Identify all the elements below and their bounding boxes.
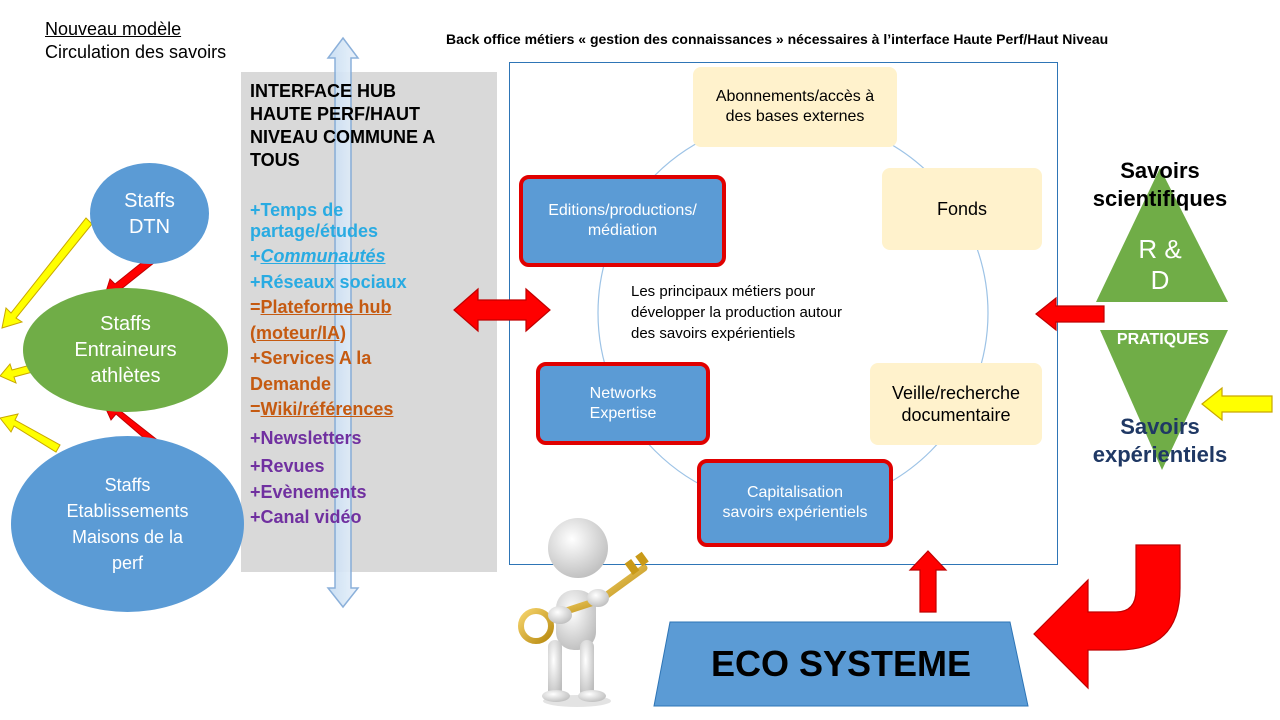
etab-line3: Maisons de la [71,527,184,547]
center-line1: Les principaux métiers pour [631,283,816,300]
center-line2: développer la production autour [631,304,842,321]
hub-newsletters: +Newsletters [250,427,362,448]
triangle-pratiques [1100,330,1228,470]
hub-title-line4: TOUS [250,150,300,170]
hub-communautes-prefix: + [250,246,261,266]
hub-wiki-link[interactable]: Wiki/références [260,399,394,419]
capitalisation-line1: Capitalisation [746,484,844,501]
editions-line2: médiation [587,222,658,239]
yellow-arrow-3 [0,413,61,453]
yellow-arrow-1 [1,217,93,329]
abonnements-line1: Abonnements/accès à [715,88,875,105]
hub-services-2: Demande [250,373,332,394]
veille-line2: documentaire [901,405,1011,425]
hub-plateforme-prefix: = [250,297,261,317]
sav-sci-line2: scientifiques [1092,186,1228,211]
eco-systeme-trapezoid [653,621,1029,707]
figure-with-key-icon [518,518,649,707]
hub-reseaux: +Réseaux sociaux [250,271,407,292]
hub-revues: +Revues [250,456,325,476]
entraineurs-line3: athlètes [90,365,161,387]
hub-canal: +Canal vidéo [250,507,362,527]
networks-line1: Networks [589,384,657,402]
rd-label: R & D [1120,234,1200,296]
hub-temps-2: partage/études [250,220,379,241]
dtn-line2: DTN [128,215,171,238]
abonnements-line2: des bases externes [725,108,865,125]
back-office-title: Back office métiers « gestion des connai… [446,31,1109,47]
curved-red-arrow [1033,544,1181,690]
hub-communautes-link[interactable]: Communautés [260,246,386,266]
box-abonnements: Abonnements/accès à des bases externes [693,67,897,147]
rd-line1: R & [1138,234,1182,264]
model-title-line1: Nouveau modèle [45,19,182,39]
hub-title: INTERFACE HUB HAUTE PERF/HAUT NIVEAU COM… [250,80,490,172]
center-line3: des savoirs expérientiels [631,325,796,342]
hub-title-line2: HAUTE PERF/HAUT [250,104,420,124]
hub-panel [241,72,497,572]
red-up-arrow-eco [908,550,948,613]
savoirs-experientiels-label: Savoirs expérientiels [1070,413,1250,469]
hub-title-line1: INTERFACE HUB [250,81,397,101]
hub-temps-1: +Temps de [250,200,344,220]
fonds-label: Fonds [936,199,988,219]
box-editions: Editions/productions/médiation [519,175,726,267]
hub-title-line3: NIVEAU COMMUNE A [250,127,436,147]
box-capitalisation: Capitalisation savoirs expérientiels [697,459,893,547]
editions-line1: Editions/productions/ [548,202,697,219]
hub-communautes: +Communautés [250,244,490,270]
hub-plateforme-link-2[interactable]: (moteur/IA) [250,322,346,343]
hub-plateforme-2: (moteur/IA) [250,321,490,347]
savoirs-scientifiques-label: Savoirs scientifiques [1080,157,1240,213]
etab-line2: Etablissements [66,501,189,521]
networks-line2: Expertise [589,404,657,422]
sav-exp-line1: Savoirs [1120,414,1200,439]
entraineurs-line1: Staffs [100,313,151,335]
rd-line2: D [1150,265,1170,295]
red-double-arrow-hub [453,287,551,333]
etab-line4: perf [111,553,144,573]
vertical-double-arrow [326,36,360,609]
yellow-arrow-right [1201,386,1273,422]
model-title: Nouveau modèle Circulation des savoirs [45,18,226,64]
hub-wiki: =Wiki/références [250,397,490,423]
entraineurs-line2: Entraineurs [74,339,177,361]
eco-systeme-label: ECO SYSTEME [710,643,972,684]
hub-wiki-prefix: = [250,399,261,419]
hub-services-1: +Services A la [250,348,372,368]
etab-line1: Staffs [104,475,151,495]
hub-evenements: +Evènements [250,481,367,502]
sav-exp-line2: expérientiels [1092,442,1228,467]
veille-line1: Veille/recherche [891,383,1021,403]
dtn-line1: Staffs [124,189,175,212]
hub-plateforme: =Plateforme hub [250,295,490,321]
model-title-line2: Circulation des savoirs [45,42,227,62]
hub-list: +Temps de partage/études +Communautés +R… [250,198,490,531]
triangle-scientifiques [1096,168,1228,302]
box-fonds: Fonds [882,168,1042,250]
red-arrow-savoirs [1035,296,1105,332]
capitalisation-line2: savoirs expérientiels [722,504,868,521]
pratiques-label: PRATIQUES [1116,331,1210,348]
metiers-center-text: Les principaux métiers pour développer l… [631,281,891,344]
sav-sci-line1: Savoirs [1120,158,1200,183]
hub-plateforme-link[interactable]: Plateforme hub [260,297,392,317]
